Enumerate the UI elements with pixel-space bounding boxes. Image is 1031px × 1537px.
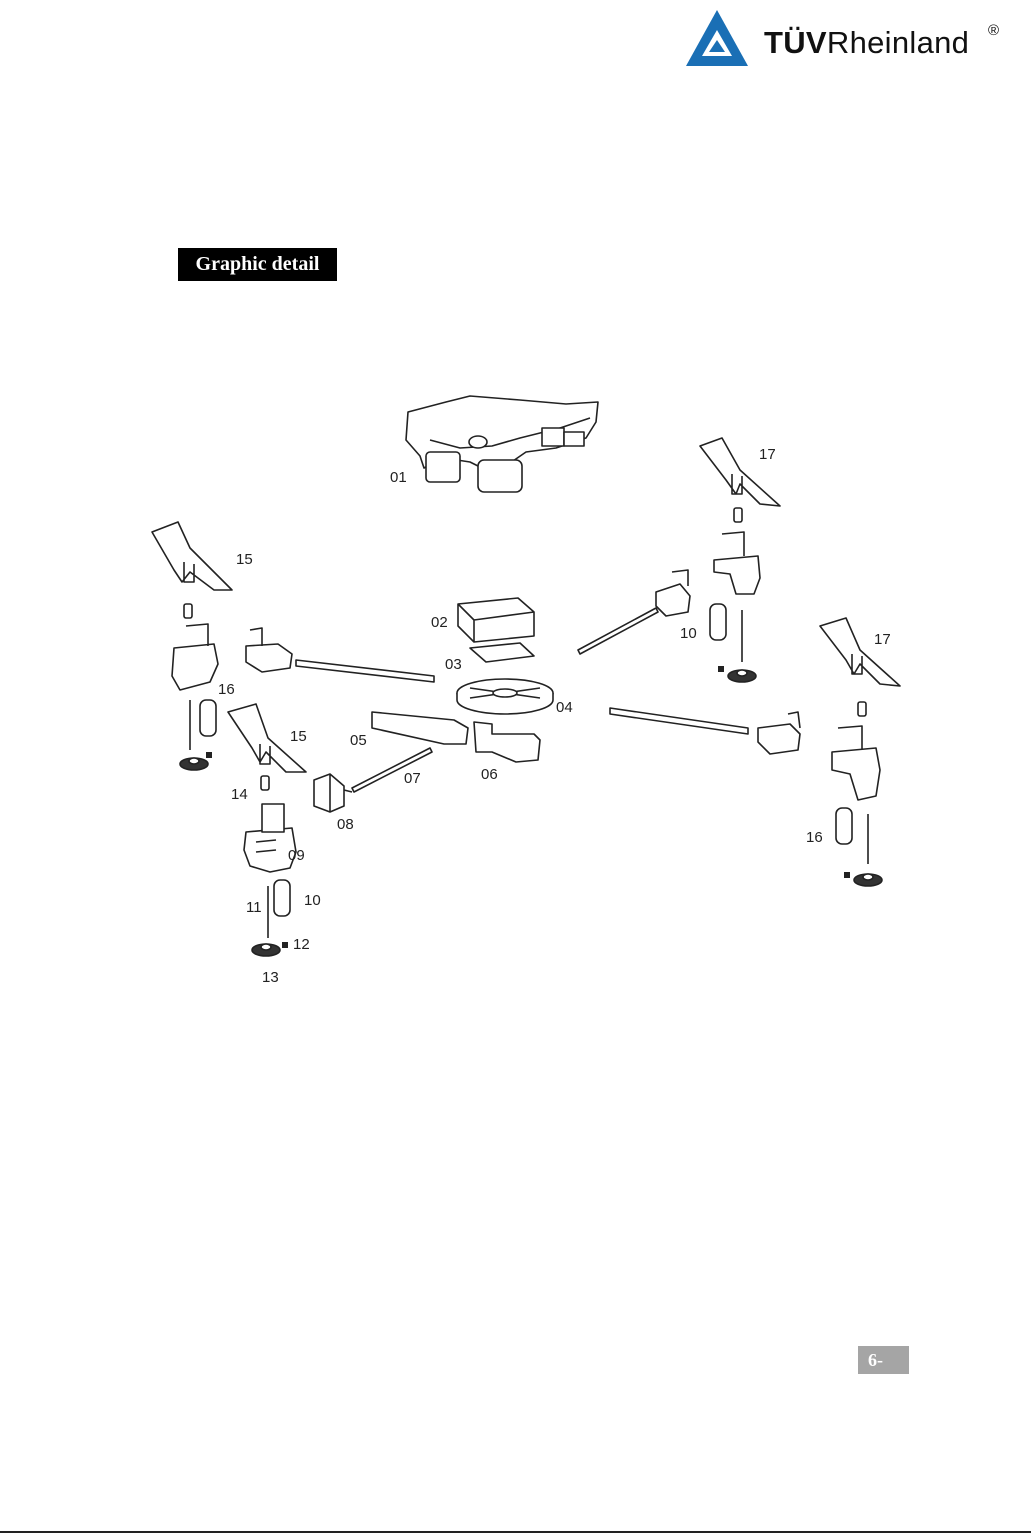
- callout-15-left: 15: [236, 551, 253, 568]
- part-connector-frame: [474, 722, 540, 762]
- callout-01: 01: [390, 469, 407, 486]
- part-arm-right: [610, 708, 748, 734]
- part-pinion-upper-right: [718, 666, 724, 672]
- part-gear-13: [252, 944, 280, 956]
- part-gear-right: [854, 874, 882, 886]
- part-central-hub: [457, 679, 553, 714]
- part-motor-mount-right: [832, 726, 880, 800]
- part-pinion-left: [206, 752, 212, 758]
- callout-12: 12: [293, 936, 310, 953]
- callout-06: 06: [481, 766, 498, 783]
- part-propeller-17-right: [820, 618, 900, 686]
- bottom-rule: [0, 1531, 1031, 1533]
- part-arm-left: [296, 660, 434, 682]
- part-motor-mount-upper-right: [714, 532, 760, 594]
- callout-16-left: 16: [218, 681, 235, 698]
- part-circuit-board: [470, 643, 534, 662]
- part-joint-08: [314, 774, 352, 812]
- part-battery: [372, 712, 468, 744]
- callout-11: 11: [246, 899, 262, 916]
- part-motor-10: [274, 880, 290, 916]
- callout-10: 10: [304, 892, 321, 909]
- callout-17-upper: 17: [759, 446, 776, 463]
- callout-08: 08: [337, 816, 354, 833]
- callout-15-lower: 15: [290, 728, 307, 745]
- part-bushing-14: [261, 776, 269, 790]
- part-pinion-12: [282, 942, 288, 948]
- callout-16-right: 16: [806, 829, 823, 846]
- callout-05: 05: [350, 732, 367, 749]
- part-motor-16-left: [200, 700, 216, 736]
- part-joint-left: [246, 628, 292, 672]
- part-cover: [458, 598, 534, 642]
- callout-07: 07: [404, 770, 421, 787]
- part-bushing-right: [858, 702, 866, 716]
- callout-03: 03: [445, 656, 462, 673]
- part-arm-upper-right: [578, 608, 658, 654]
- callout-10-right: 10: [680, 625, 697, 642]
- part-bushing-left: [184, 604, 192, 618]
- part-pinion-right: [844, 872, 850, 878]
- part-gear-left: [180, 758, 208, 770]
- callout-17-right: 17: [874, 631, 891, 648]
- callout-13: 13: [262, 969, 279, 986]
- callout-02: 02: [431, 614, 448, 631]
- part-gear-upper-right: [728, 670, 756, 682]
- part-propeller-15-left: [152, 522, 232, 590]
- part-body-shell: [406, 396, 598, 492]
- callout-09: 09: [288, 847, 305, 864]
- part-joint-upper-right: [656, 570, 690, 616]
- part-bushing-upper-right: [734, 508, 742, 522]
- callout-14: 14: [231, 786, 248, 803]
- part-joint-right: [758, 712, 800, 754]
- part-motor-16-right: [836, 808, 852, 844]
- page-number: 6-: [858, 1346, 909, 1374]
- callout-04: 04: [556, 699, 573, 716]
- part-motor-mount-left: [172, 624, 218, 690]
- part-motor-10-right: [710, 604, 726, 640]
